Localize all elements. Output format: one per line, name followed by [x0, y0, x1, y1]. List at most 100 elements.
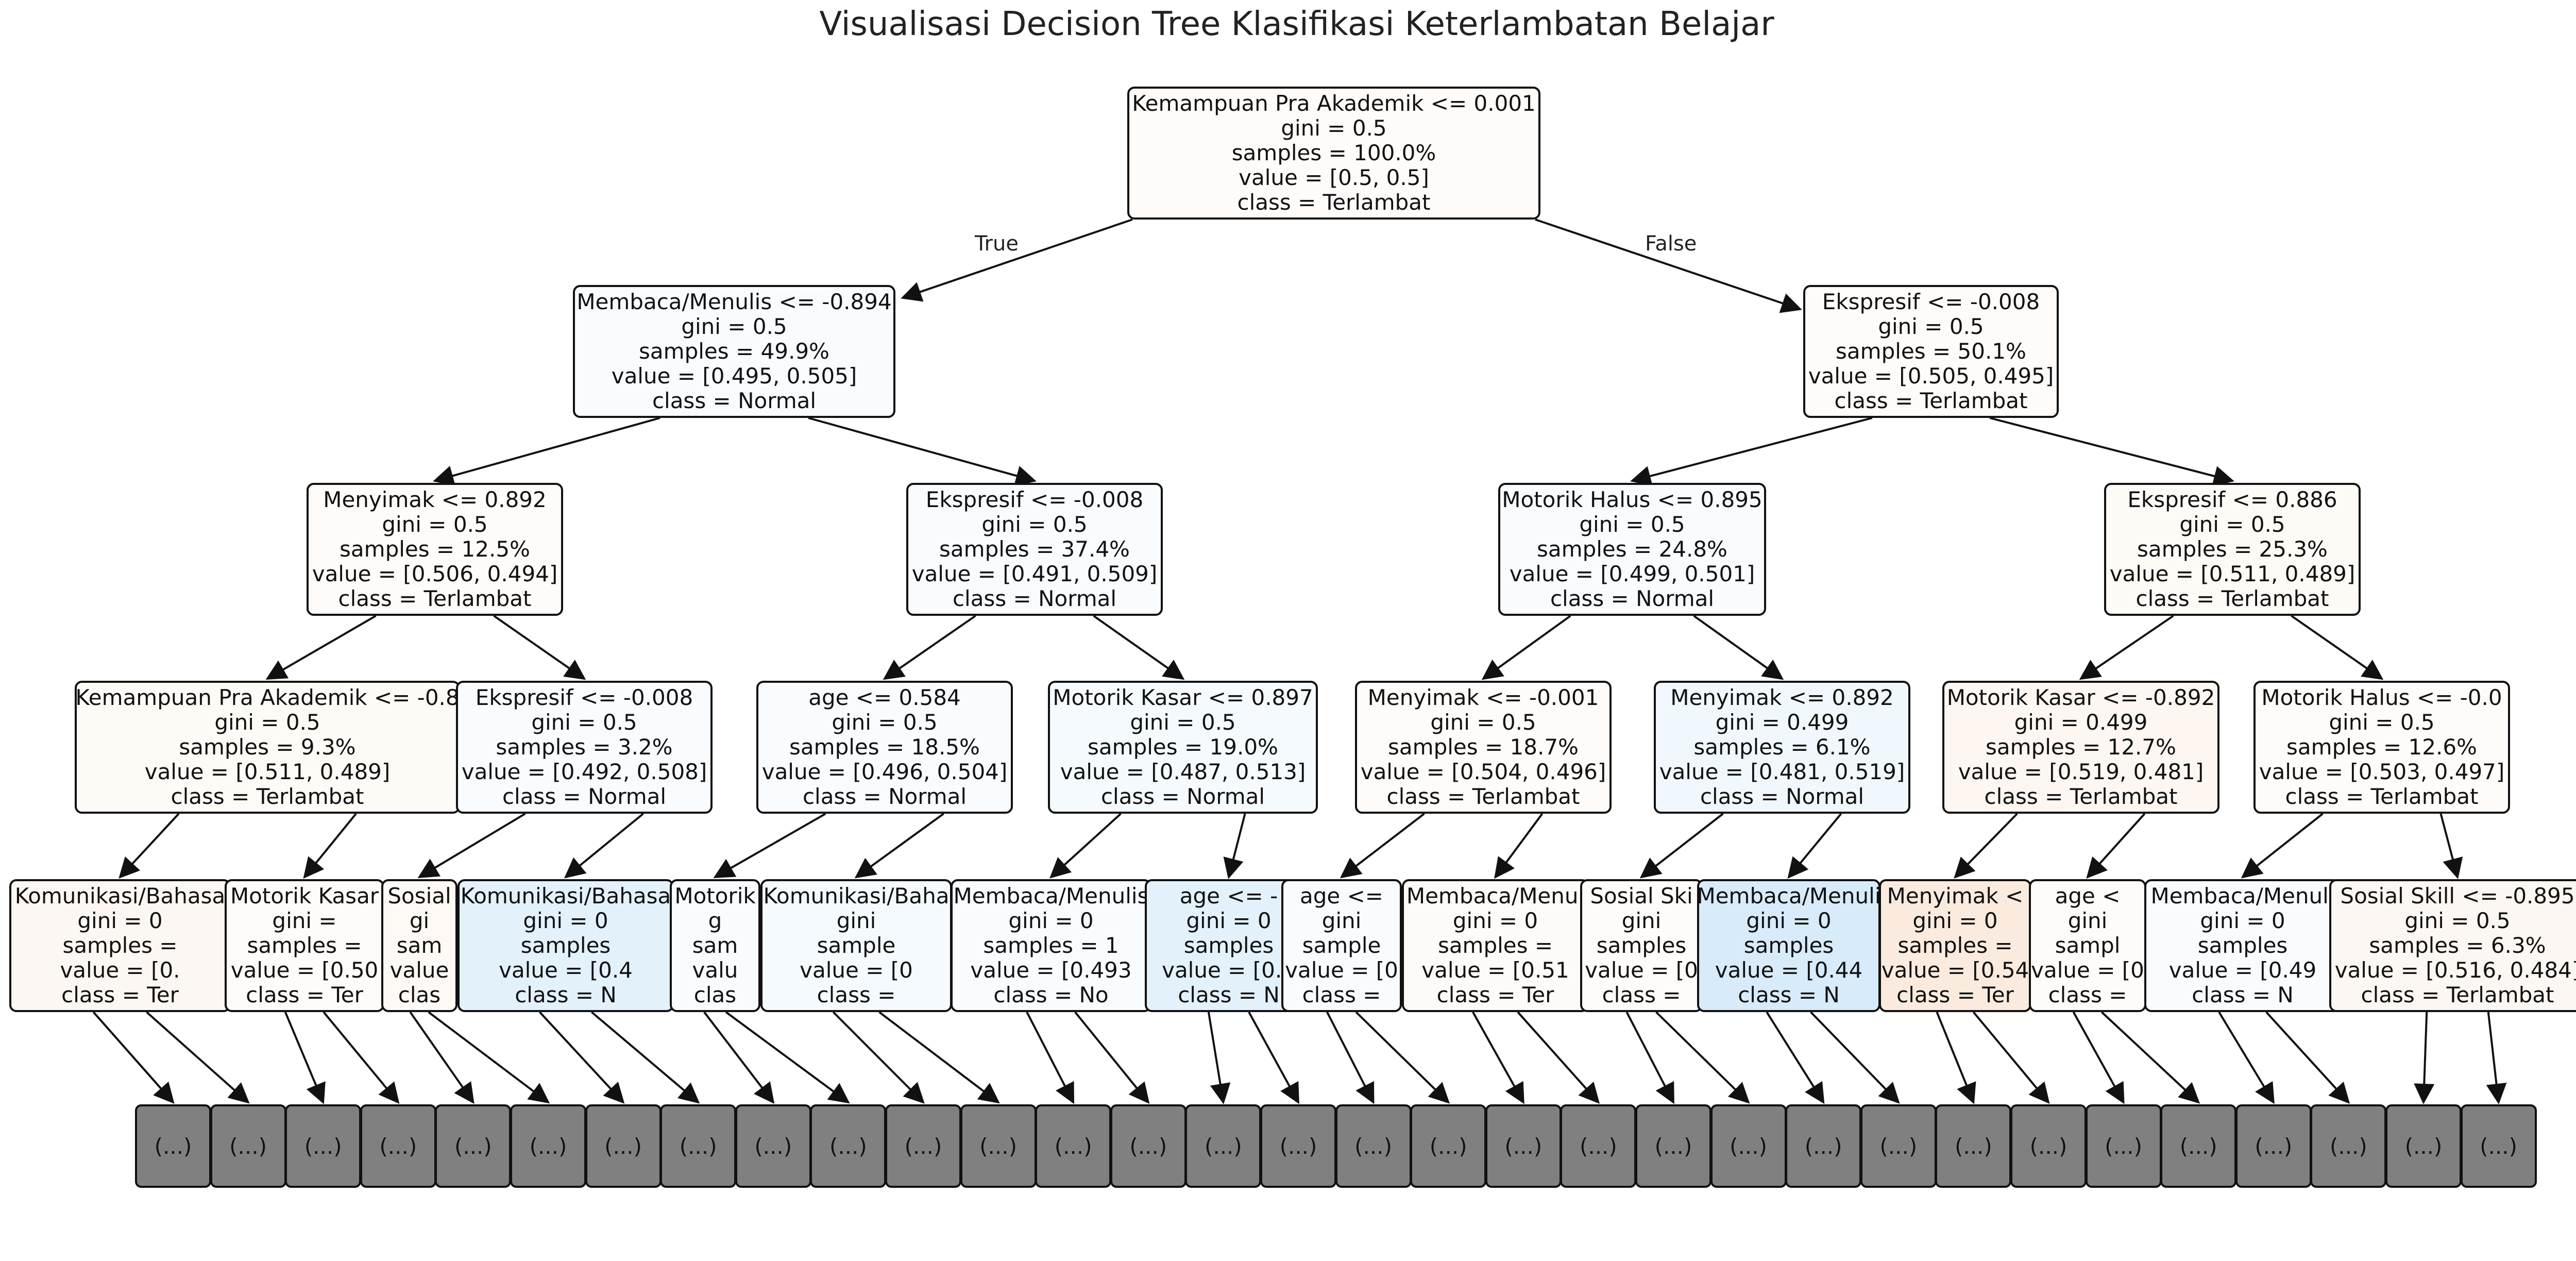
node-line: class = Normal — [1700, 784, 1865, 809]
node-line: class = Terlambat — [338, 586, 532, 611]
node-line: valu — [692, 957, 738, 983]
node-line: gini = 0 — [523, 908, 608, 933]
edge-root-true — [901, 218, 1133, 302]
node-line: samples = 100.0% — [1231, 140, 1436, 165]
node-line: gini = 0.5 — [981, 512, 1088, 537]
edge-10-21 — [1049, 813, 1122, 879]
node-line: Menyimak <= -0.001 — [1367, 685, 1599, 710]
node-line: value = [0.506, 0.494] — [312, 561, 558, 586]
edge-to-leaf-24 — [1936, 1012, 1976, 1104]
edge-to-leaf-25 — [1972, 1011, 2050, 1104]
node-line: gini = 0.5 — [382, 512, 488, 537]
edge-12-26 — [1787, 813, 1842, 879]
edge-2-6 — [1989, 417, 2234, 486]
node-line: samples — [520, 933, 611, 958]
edge-8-18 — [564, 813, 644, 879]
node-line: gini = 0 — [1452, 908, 1538, 933]
edge-to-leaf-4 — [409, 1011, 474, 1104]
truncated-leaf: (...) — [2010, 1104, 2087, 1188]
node-line: gini = 0.5 — [1430, 710, 1536, 735]
edge-2-5 — [1630, 417, 1873, 486]
node-line: gini = 0.5 — [832, 710, 938, 735]
node-line: samples = 19.0% — [1088, 734, 1278, 760]
edge-to-leaf-26 — [2072, 1012, 2125, 1104]
truncated-leaf: (...) — [1785, 1104, 1862, 1188]
node-line: gini = 0.5 — [1878, 314, 1984, 339]
node-line: value = [0.511, 0.489] — [144, 759, 391, 784]
node-line: value = [0.505, 0.495] — [1808, 363, 2054, 389]
edge-to-leaf-30 — [2414, 1012, 2435, 1104]
edge-to-leaf-7 — [591, 1011, 700, 1104]
node-line: sam — [396, 933, 443, 958]
node-line: value = [0.49 — [2168, 957, 2317, 983]
edge-to-leaf-0 — [92, 1011, 175, 1104]
node-line: gini = 0.5 — [681, 314, 787, 339]
edge-13-27 — [1954, 813, 2018, 879]
node-line: class = Ter — [1436, 982, 1554, 1007]
node-line: samples = 9.3% — [179, 734, 356, 760]
node-line: class = N — [515, 982, 617, 1007]
node-line: samples = 50.1% — [1836, 339, 2026, 364]
node-line: Membaca/Menuli — [1697, 883, 1880, 909]
truncated-leaf: (...) — [1335, 1104, 1412, 1188]
node-line: sam — [692, 933, 738, 958]
node-line: value = [0.496, 0.504] — [761, 759, 1008, 784]
edge-to-leaf-13 — [1074, 1011, 1150, 1104]
edge-13-28 — [2086, 813, 2146, 879]
node-line: samples = 37.4% — [939, 536, 1130, 562]
node-line: gini = 0 — [77, 908, 163, 933]
edge-to-leaf-22 — [1766, 1011, 1825, 1104]
node-line: gini = 0.5 — [531, 710, 637, 735]
node-line: Kemampuan Pra Akademik <= 0.001 — [1132, 91, 1536, 116]
node-line: samples = 12.7% — [1986, 734, 2176, 760]
node-line: value = [0.499, 0.501] — [1509, 561, 1755, 586]
node-line: value = [0.511, 0.489] — [2109, 561, 2355, 586]
node-line: clas — [693, 982, 737, 1007]
edge-to-leaf-10 — [832, 1011, 925, 1104]
node-line: Menyimak < — [1887, 883, 2024, 909]
node-line: class = Normal — [502, 784, 667, 809]
node-line: Ekspresif <= -0.008 — [925, 487, 1144, 512]
node-line: value = [0.504, 0.496] — [1360, 759, 1606, 784]
node-line: Motorik — [674, 883, 756, 909]
node-line: value = [0.487, 0.513] — [1060, 759, 1306, 784]
node-line: Membaca/Menul — [1406, 883, 1585, 909]
false-edge-label: False — [1645, 232, 1697, 256]
node-line: value = [0 — [800, 957, 913, 983]
node-line: Motorik Kasar — [230, 883, 379, 909]
node-line: samples = 25.3% — [2137, 536, 2328, 562]
node-line: value — [389, 957, 449, 983]
node-line: class = No — [993, 982, 1109, 1007]
edge-3-7 — [265, 615, 377, 680]
edge-6-14 — [2291, 615, 2384, 680]
node-line: gini = 0.5 — [2179, 512, 2285, 537]
node-line: class = N — [2192, 982, 2294, 1007]
edge-to-leaf-27 — [2100, 1011, 2200, 1104]
node-line: gini = 0.5 — [1579, 512, 1685, 537]
edge-to-leaf-5 — [428, 1011, 550, 1104]
node-line: class = Ter — [246, 982, 363, 1007]
edge-to-leaf-28 — [2218, 1011, 2275, 1104]
node-line: samples = 6.1% — [1693, 734, 1871, 760]
truncated-leaf: (...) — [285, 1104, 362, 1188]
node-line: sample — [817, 933, 896, 958]
node-line: Membaca/Menulis <= -0.894 — [577, 289, 892, 314]
node-line: Membaca/Menuli — [2150, 883, 2335, 909]
truncated-leaf: (...) — [810, 1104, 887, 1188]
truncated-leaf: (...) — [1035, 1104, 1112, 1188]
edge-8-17 — [417, 813, 526, 879]
node-line: class = Ter — [61, 982, 179, 1007]
node-line: gini = 0 — [1008, 908, 1094, 933]
edge-5-12 — [1693, 615, 1784, 680]
node-line: samples — [1596, 933, 1687, 958]
node-line: value = [0.481, 0.519] — [1659, 759, 1905, 784]
node-line: samples = — [1437, 933, 1553, 958]
